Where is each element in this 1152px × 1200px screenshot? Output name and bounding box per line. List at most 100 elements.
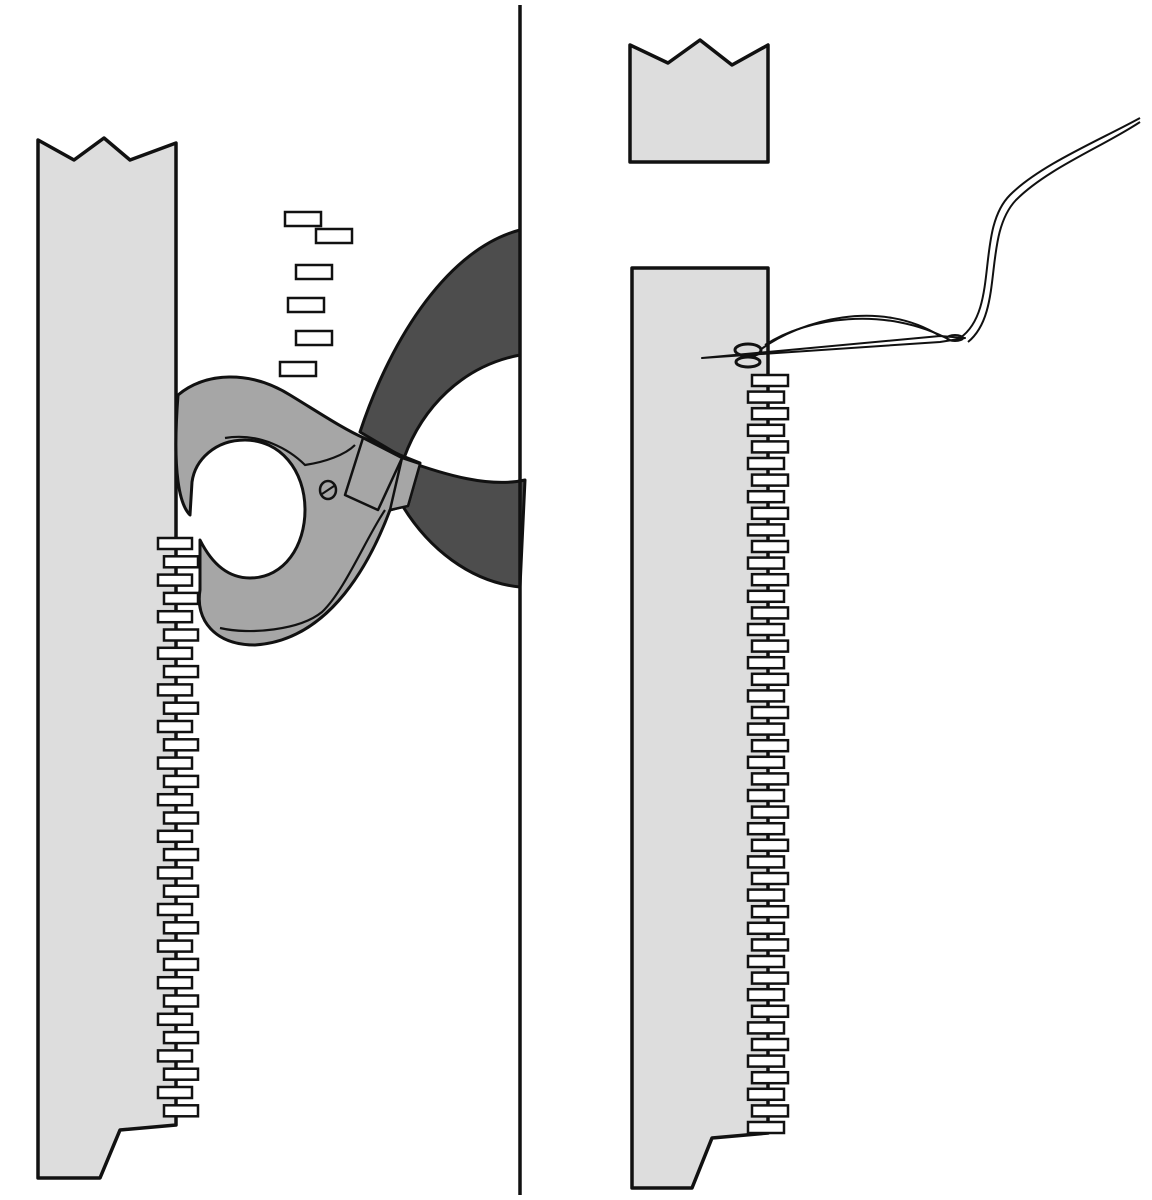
zipper-tooth xyxy=(156,609,194,624)
zipper-tooth xyxy=(750,738,790,753)
removed-tooth xyxy=(294,263,334,281)
zipper-tooth xyxy=(156,866,194,880)
zipper-tooth xyxy=(746,655,786,670)
zipper-tooth xyxy=(746,622,786,637)
zipper-tooth xyxy=(162,664,200,679)
zipper-tooth xyxy=(156,975,194,990)
zipper-tooth xyxy=(162,1030,200,1045)
removed-tooth xyxy=(294,329,334,347)
right-zipper-teeth xyxy=(746,373,790,1135)
plier-joint xyxy=(343,436,404,512)
zipper-tooth xyxy=(750,539,790,554)
zipper-tooth xyxy=(746,556,786,570)
zipper-tooth xyxy=(750,705,790,720)
zipper-tooth xyxy=(746,855,786,869)
zipper-tooth xyxy=(162,628,200,642)
removed-tooth xyxy=(278,360,318,378)
zipper-tooth xyxy=(750,805,790,819)
zipper-tooth xyxy=(156,1085,194,1100)
zipper-tooth xyxy=(746,755,786,770)
panel-left xyxy=(36,136,527,1180)
zipper-tooth xyxy=(156,646,194,661)
zipper-tooth xyxy=(746,954,786,969)
zipper-tooth xyxy=(162,591,200,606)
zipper-tooth xyxy=(746,423,786,438)
zipper-tooth xyxy=(162,811,200,825)
zipper-tooth xyxy=(750,938,790,952)
plier-head xyxy=(174,375,422,647)
zipper-tooth xyxy=(746,1021,786,1035)
zipper-tooth xyxy=(750,871,790,886)
zipper-tooth xyxy=(746,821,786,836)
zipper-tooth xyxy=(156,939,194,953)
zipper-tooth xyxy=(750,1037,790,1052)
removed-tooth xyxy=(283,210,323,228)
zipper-tooth xyxy=(156,792,194,807)
zipper-tooth xyxy=(162,994,200,1008)
thread-icon xyxy=(759,117,1141,351)
panel-right xyxy=(628,38,1141,1190)
zipper-tooth xyxy=(750,1070,790,1085)
zipper-tooth xyxy=(746,987,786,1002)
removed-teeth xyxy=(278,210,354,378)
zipper-tooth xyxy=(162,1104,200,1118)
zipper-tooth xyxy=(162,701,200,715)
removed-tooth xyxy=(286,296,326,314)
zipper-tooth xyxy=(750,506,790,521)
zipper-tooth xyxy=(746,489,786,504)
zipper-tooth xyxy=(750,672,790,687)
zipper-tooth xyxy=(746,888,786,902)
zipper-tooth xyxy=(746,788,786,803)
zipper-tooth xyxy=(156,536,194,551)
zipper-tooth xyxy=(750,572,790,587)
zipper-tooth xyxy=(162,1067,200,1081)
zipper-tooth xyxy=(162,884,200,898)
left-zipper-tape xyxy=(36,136,178,1180)
zipper-tooth xyxy=(156,829,194,844)
zipper-tooth xyxy=(750,373,790,388)
zipper-tooth xyxy=(746,689,786,703)
zipper-tooth xyxy=(750,838,790,853)
zipper-tooth xyxy=(750,772,790,786)
left-zipper-teeth xyxy=(156,536,200,1118)
plier-jaw-line-bottom xyxy=(219,509,386,633)
zipper-tooth xyxy=(162,957,200,972)
zipper-tooth xyxy=(750,639,790,653)
zipper-tooth xyxy=(156,683,194,697)
zipper-tooth xyxy=(750,473,790,487)
zipper-tooth xyxy=(746,1054,786,1068)
zipper-tooth xyxy=(162,847,200,862)
zipper-tooth xyxy=(746,921,786,936)
zipper-tooth xyxy=(750,606,790,620)
removed-tooth xyxy=(314,227,354,245)
zipper-tooth xyxy=(162,555,200,569)
zipper-tooth xyxy=(162,774,200,789)
plier-joint-edge xyxy=(388,456,422,512)
zipper-tooth xyxy=(750,971,790,985)
pivot-screw-icon xyxy=(318,479,338,501)
zipper-tooth xyxy=(746,589,786,604)
zipper-tooth xyxy=(162,921,200,935)
zipper-tooth xyxy=(156,1012,194,1027)
zipper-tooth xyxy=(746,523,786,537)
zipper-tooth xyxy=(746,1087,786,1102)
plier-jaw-line-top xyxy=(224,435,356,467)
zipper-tooth xyxy=(750,440,790,454)
right-top-tape-piece xyxy=(628,38,770,164)
zipper-tooth xyxy=(750,1104,790,1118)
zipper-tooth xyxy=(750,904,790,919)
zipper-tooth xyxy=(156,1049,194,1063)
zipper-tooth xyxy=(156,719,194,734)
zipper-tooth xyxy=(746,390,786,404)
zipper-tooth xyxy=(746,1120,786,1135)
zipper-tooth xyxy=(746,722,786,736)
zipper-tooth xyxy=(750,406,790,421)
cutting-pliers-icon xyxy=(174,228,527,647)
zipper-tooth xyxy=(750,1004,790,1019)
zipper-tooth xyxy=(156,573,194,587)
zipper-tooth xyxy=(156,902,194,917)
needle-icon xyxy=(701,334,966,359)
right-zipper-tape xyxy=(630,266,770,1190)
zipper-tooth xyxy=(156,756,194,770)
